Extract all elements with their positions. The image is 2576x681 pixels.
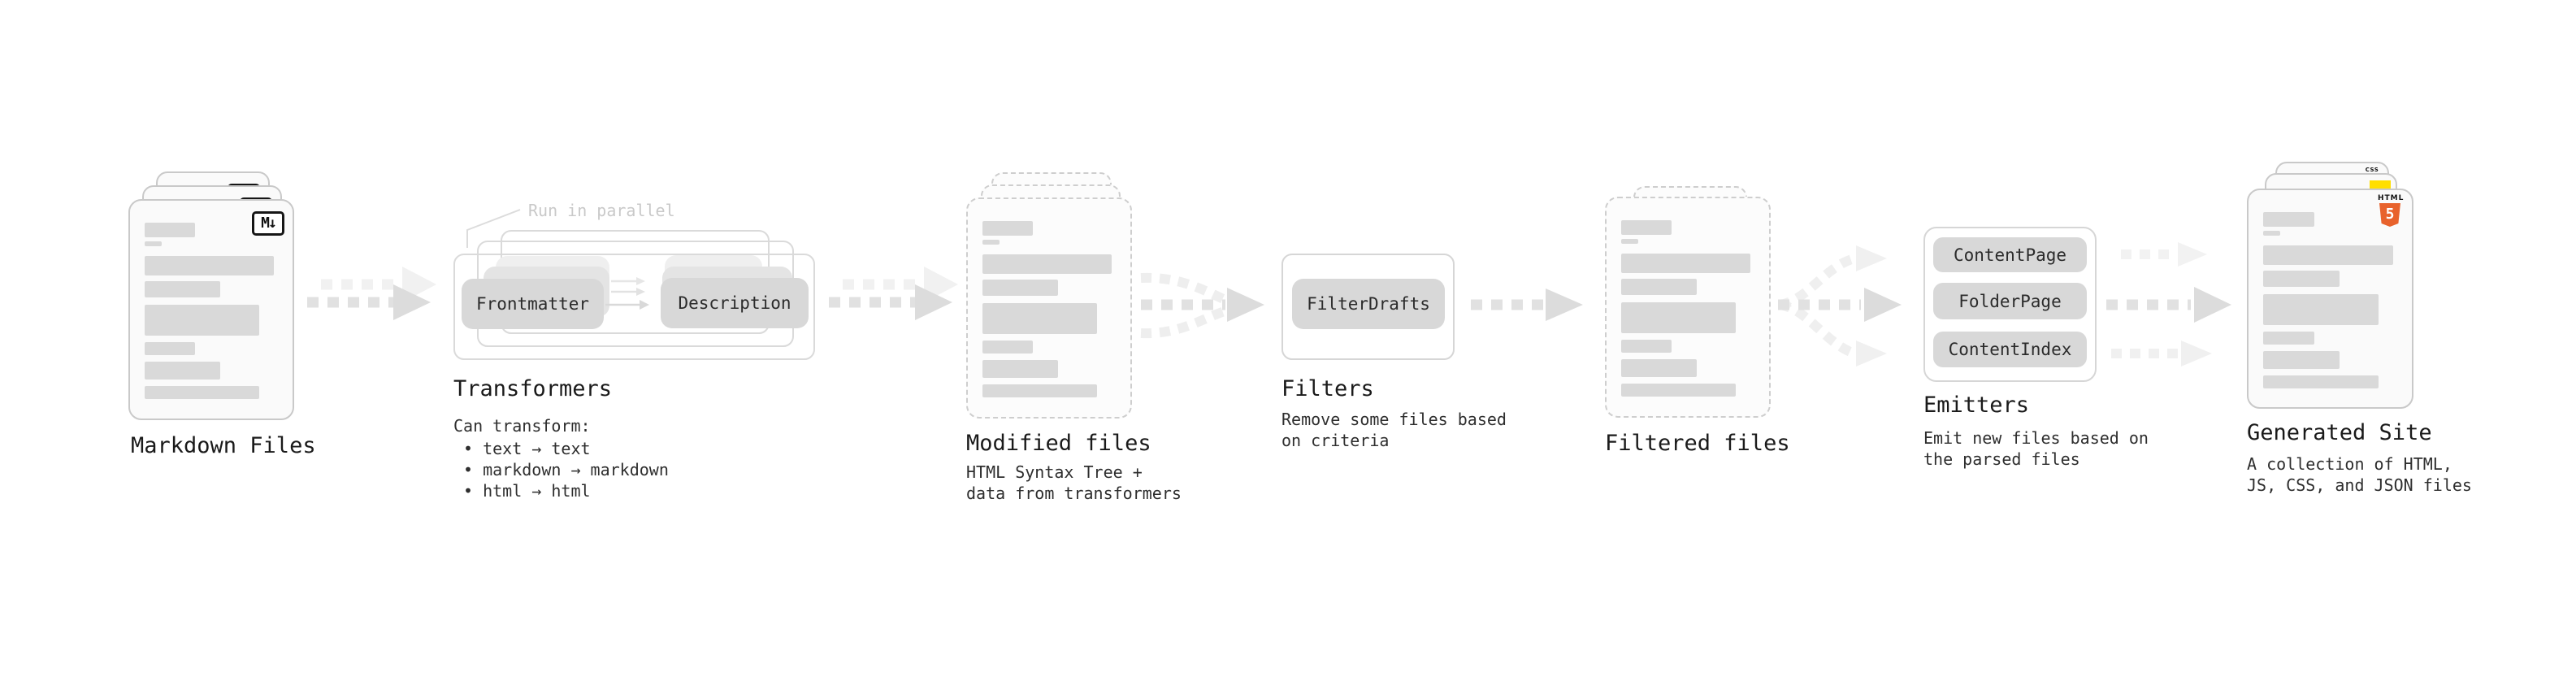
transformers-caption-title: Can transform: [453, 416, 591, 436]
filters-label: Filters [1281, 376, 1374, 401]
modified-files-caption: HTML Syntax Tree +data from transformers [966, 462, 1182, 503]
generated-site-node: CSS HTML 5 Generated Site A collection o… [2247, 162, 2483, 519]
filters-node: FilterDrafts Filters Remove some files b… [1281, 254, 1507, 465]
emitters-label: Emitters [1923, 393, 2030, 418]
emitters-node: ContentPage FolderPage ContentIndex Emit… [1923, 227, 2167, 495]
arrow-markdown-to-transformers [307, 267, 436, 320]
markdown-files-node: M↓ M↓ M↓ Markdown Files [128, 162, 340, 511]
filterdrafts-pill: FilterDrafts [1292, 279, 1445, 329]
generated-site-caption: A collection of HTML,JS, CSS, and JSON f… [2247, 454, 2472, 495]
modified-files-node: Modified files HTML Syntax Tree +data fr… [966, 172, 1182, 522]
run-in-parallel-annotation: Run in parallel [528, 201, 675, 220]
html5-icon: HTML 5 [2378, 194, 2403, 227]
arrow-filtered-to-emitters-fanout [1778, 245, 1902, 367]
generated-site-label: Generated Site [2247, 420, 2432, 445]
arrow-emitters-to-site [2106, 242, 2231, 367]
markdown-icon: M↓ [252, 211, 284, 236]
transformers-label: Transformers [453, 376, 613, 401]
arrow-filters-to-filtered [1471, 288, 1583, 321]
folderpage-pill: FolderPage [1933, 283, 2087, 319]
arrow-modified-to-filters-converge [1140, 272, 1264, 339]
filtered-file-card-front [1605, 197, 1771, 418]
placeholder-text-bars [1621, 220, 1754, 397]
placeholder-text-bars [982, 221, 1116, 397]
filtered-files-node: Filtered files [1605, 186, 1808, 495]
contentindex-pill: ContentIndex [1933, 332, 2087, 367]
placeholder-text-bars [2263, 212, 2397, 388]
parallel-flow-arrows-icon [605, 277, 649, 310]
placeholder-text-bars [145, 223, 278, 399]
js-badge-icon [2370, 180, 2391, 191]
site-file-card-front: HTML 5 [2247, 189, 2413, 409]
description-pill: Description [661, 278, 809, 328]
filtered-files-label: Filtered files [1605, 431, 1790, 456]
markdown-file-card-front: M↓ [128, 199, 294, 420]
transformers-node: Run in parallel Frontmatter Description … [453, 201, 835, 526]
markdown-files-label: Markdown Files [131, 433, 316, 458]
arrow-transformers-to-modified [829, 267, 958, 320]
run-in-parallel-callout-line [466, 209, 521, 248]
modified-file-card-front [966, 197, 1132, 419]
transformers-caption-bullets: • text → text• markdown → markdown• html… [463, 439, 669, 501]
frontmatter-pill: Frontmatter [462, 279, 604, 329]
transformer-instance-box-front [453, 254, 815, 360]
modified-files-label: Modified files [966, 431, 1151, 456]
contentpage-pill: ContentPage [1933, 237, 2087, 272]
